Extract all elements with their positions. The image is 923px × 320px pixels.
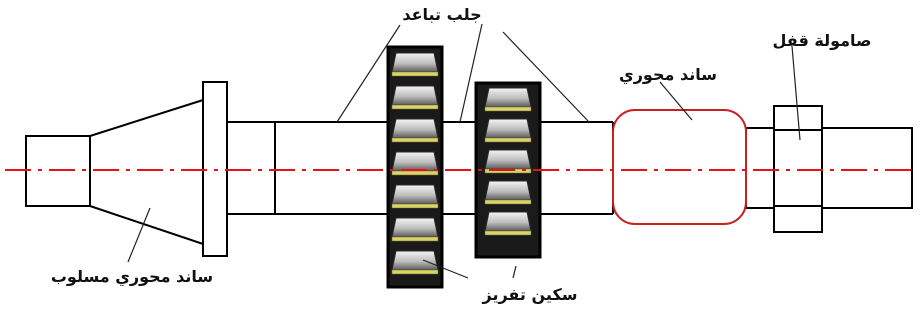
arbor-support-bearing	[612, 109, 747, 225]
milling-cutter-left	[386, 45, 444, 289]
tapered-arbor-support-label: ساند محوري مسلوب	[51, 267, 213, 287]
tapered-arbor-support	[25, 81, 276, 257]
arbor-support-label: ساند محوري	[619, 65, 717, 85]
leader-lines	[127, 23, 801, 279]
spacer-collar-label: جلب تباعد	[402, 5, 481, 24]
milling-cutter-label: سكين تفريز	[482, 285, 578, 304]
lock-nut-label: صامولة قفل	[773, 31, 872, 50]
